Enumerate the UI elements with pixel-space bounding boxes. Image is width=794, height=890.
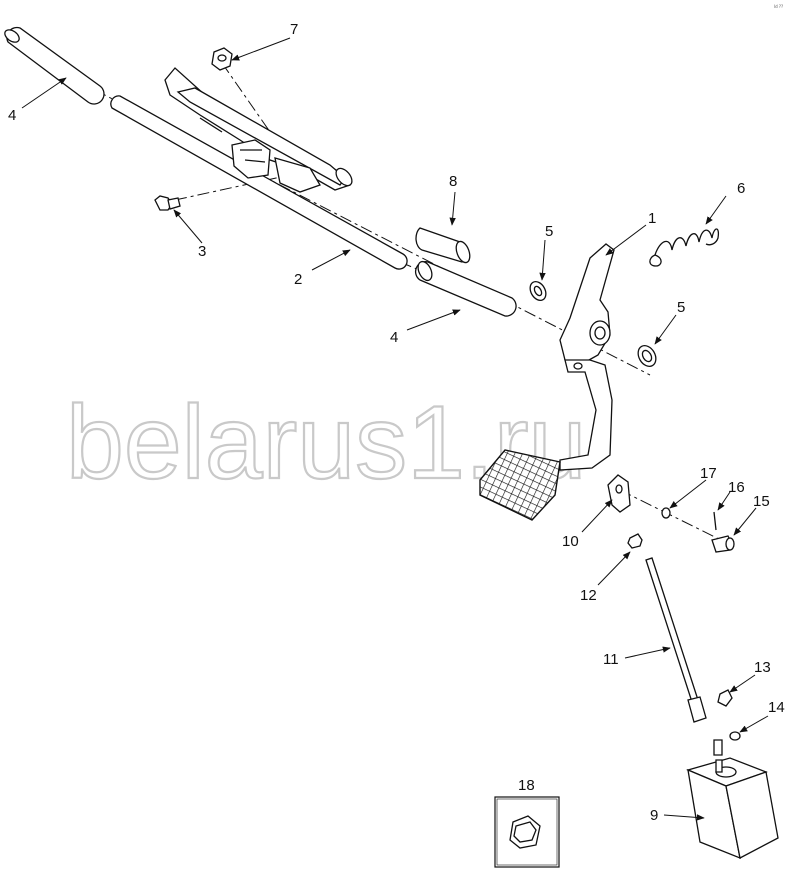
callout-18: 18 <box>518 777 535 794</box>
jam-nut-12 <box>627 533 643 549</box>
callout-2: 2 <box>294 271 302 288</box>
callout-17: 17 <box>700 465 717 482</box>
callout-5-left: 5 <box>545 223 553 240</box>
clevis-pin-15 <box>711 535 735 553</box>
callout-15: 15 <box>753 493 770 510</box>
bracket-assembly <box>164 67 353 193</box>
callout-12: 12 <box>580 587 597 604</box>
washer-5-right <box>637 345 657 367</box>
nut-7 <box>211 47 233 71</box>
clevis-10 <box>607 474 631 513</box>
callout-6: 6 <box>737 180 745 197</box>
spring-6 <box>649 228 720 267</box>
master-cylinder-9 <box>686 757 779 860</box>
tube-4-upper <box>4 26 105 105</box>
callout-8: 8 <box>449 173 457 190</box>
bolt-13 <box>717 689 733 707</box>
bushing-8 <box>415 227 471 264</box>
callout-16: 16 <box>728 479 745 496</box>
callout-1: 1 <box>648 210 656 227</box>
cotter-pin-16 <box>713 511 717 531</box>
washer-14 <box>729 731 741 741</box>
washer-17 <box>661 507 671 519</box>
bolt-3 <box>154 195 181 211</box>
watermark-text: belarus1.ru <box>66 385 586 501</box>
inset-18-box <box>494 796 560 868</box>
callout-4-upper: 4 <box>8 107 16 124</box>
callouts: 7 4 8 6 1 5 3 2 5 4 17 16 15 10 12 11 13… <box>8 21 785 824</box>
pushrod-11 <box>645 557 723 756</box>
callout-11: 11 <box>603 651 619 668</box>
callout-13: 13 <box>754 659 771 676</box>
callout-9: 9 <box>650 807 658 824</box>
leader-lines <box>21 37 769 821</box>
pedal-pad <box>479 449 561 521</box>
washer-5-left <box>529 281 547 301</box>
callout-7: 7 <box>290 21 298 38</box>
callout-10: 10 <box>562 533 579 550</box>
shaft-2 <box>110 95 408 270</box>
callout-4-lower: 4 <box>390 329 398 346</box>
callout-14: 14 <box>768 699 785 716</box>
callout-5-right: 5 <box>677 299 685 316</box>
callout-3: 3 <box>198 243 206 260</box>
tube-4-lower <box>414 260 517 317</box>
corner-code: ld ?? <box>774 4 783 9</box>
